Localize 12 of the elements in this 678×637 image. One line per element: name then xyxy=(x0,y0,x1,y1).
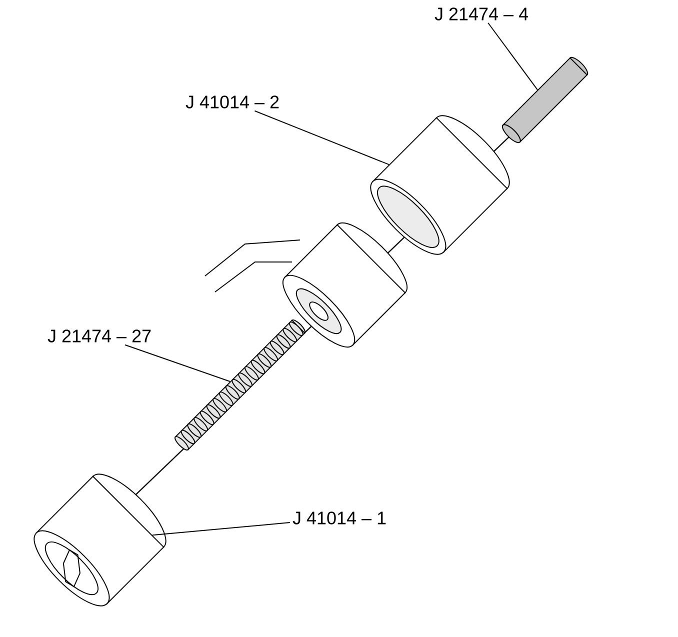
threaded-bolt-drawing xyxy=(174,319,306,450)
hex-rod-drawing xyxy=(502,56,588,144)
sleeve-drawing xyxy=(370,115,510,255)
leader-line xyxy=(152,522,290,536)
leader-line xyxy=(254,110,390,166)
part-label: J 41014 – 2 xyxy=(186,96,279,108)
part-label: J 21474 – 27 xyxy=(48,330,151,342)
leader-line xyxy=(124,344,231,382)
part-label: J 41014 – 1 xyxy=(292,512,386,524)
socket-drawing xyxy=(34,474,166,606)
part-label: J 21474 – 4 xyxy=(434,8,528,20)
leader-line xyxy=(488,22,538,90)
